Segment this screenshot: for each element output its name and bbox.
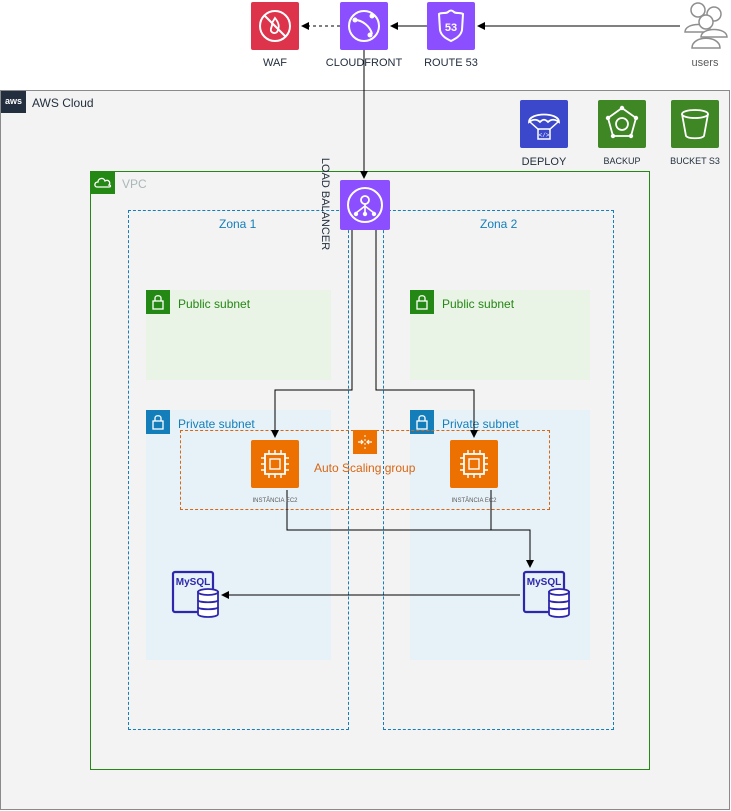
mysql-db-2-icon: MySQL (521, 570, 573, 620)
route53-icon: 53 (427, 2, 475, 50)
auto-scaling-label: Auto Scaling group (314, 461, 416, 475)
mysql-db-1-icon: MySQL (170, 570, 222, 620)
load-balancer-label: LOAD BALANCER (319, 157, 331, 251)
ec2-instance-1-icon (251, 440, 299, 488)
auto-scaling-icon (353, 430, 377, 454)
vpc-label: VPC (122, 177, 147, 191)
public-subnet-2 (410, 290, 590, 380)
bucket-s3-icon (671, 100, 719, 148)
private-subnet-1 (146, 410, 331, 660)
public-subnet-1-label: Public subnet (178, 297, 251, 311)
users-label: users (691, 57, 719, 69)
bucket-s3-label: BUCKET S3 (670, 156, 720, 166)
ec2-instance-2-label: INSTÂNCIA EC2 (451, 498, 497, 504)
private-subnet-1-lock-icon (146, 410, 170, 434)
mysql-db-2-text: MySQL (527, 577, 561, 588)
zone-2 (383, 210, 614, 730)
users-icon (680, 0, 730, 50)
waf-label: WAF (262, 57, 288, 69)
backup-label: BACKUP (603, 156, 641, 166)
cloudfront-icon (340, 2, 388, 50)
lb-to-ec2-2 (375, 230, 478, 438)
waf-icon (251, 2, 299, 50)
public-subnet-1 (146, 290, 331, 380)
vpc-cloud-icon (91, 172, 115, 194)
public-subnet-1-lock-icon (146, 290, 170, 314)
aws-cloud-label: AWS Cloud (32, 96, 94, 110)
route53-badge: 53 (445, 22, 457, 34)
private-subnet-1-label: Private subnet (178, 417, 255, 431)
deploy-label: DEPLOY (521, 156, 567, 168)
private-subnet-2-label: Private subnet (442, 417, 519, 431)
lb-to-ec2-1 (271, 230, 353, 438)
backup-icon (598, 100, 646, 148)
svg-text:</>: </> (539, 132, 550, 139)
public-subnet-2-label: Public subnet (442, 297, 515, 311)
aws-logo-icon: aws (1, 91, 26, 113)
route53-label: ROUTE 53 (424, 57, 478, 69)
deploy-icon: </> (520, 100, 568, 148)
ec2-to-mysql-2 (286, 490, 534, 568)
zone-1-label: Zona 1 (219, 217, 257, 231)
zone-1 (128, 210, 349, 730)
zone-2-label: Zona 2 (480, 217, 518, 231)
vpc-group (90, 171, 650, 770)
public-subnet-2-lock-icon (410, 290, 434, 314)
ec2-instance-2-icon (450, 440, 498, 488)
private-subnet-2 (410, 410, 590, 660)
load-balancer-icon (340, 180, 390, 230)
mysql-db-1-text: MySQL (176, 577, 210, 588)
ec2-instance-1-label: INSTÂNCIA EC2 (252, 498, 298, 504)
